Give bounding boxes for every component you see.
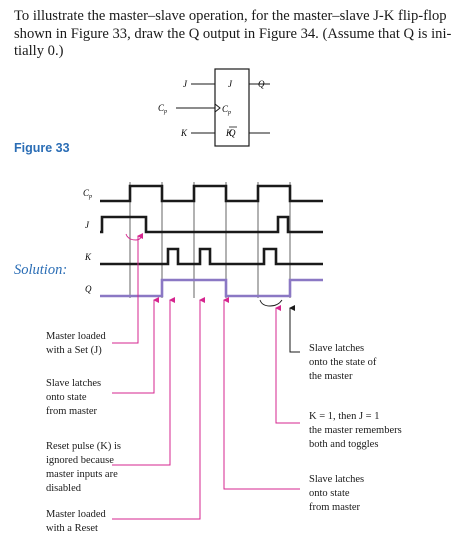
clock-triangle <box>214 103 221 113</box>
arrow-slave-latch-1 <box>112 297 159 394</box>
problem-line-2: shown in Figure 33, draw the Q output in… <box>14 25 452 42</box>
annotation-reset-ignored: Reset pulse (K) is ignored because maste… <box>46 441 121 494</box>
arrow-slave-latch-2 <box>223 297 300 490</box>
int-label-j: J <box>228 79 233 89</box>
problem-statement: To illustrate the master–slave operation… <box>14 8 464 61</box>
ext-label-j: J <box>183 79 188 89</box>
ext-label-cp: Cp <box>158 103 167 115</box>
bracket-mark-left <box>125 233 143 241</box>
annotation-slave-latches-2: Slave latches onto state from master <box>309 474 365 513</box>
ext-label-k: K <box>180 128 188 138</box>
signal-label-cp: Cp <box>83 188 92 200</box>
int-label-qbar: Q <box>229 128 236 138</box>
waveform-cp <box>100 184 323 203</box>
flipflop-diagram: J Cp K J Cp K Q Q <box>158 68 270 147</box>
arrow-master-set <box>112 233 143 344</box>
signal-label-k: K <box>84 252 92 262</box>
annotation-master-reset: Master loaded with a Reset <box>46 509 106 534</box>
problem-line-1: To illustrate the master–slave operation… <box>14 8 447 24</box>
annotation-master-set: Master loaded with a Set (J) <box>46 331 106 356</box>
waveform-j <box>100 215 323 234</box>
arrow-k-j-toggle <box>275 305 300 424</box>
arrow-master-reset <box>112 297 205 520</box>
signal-label-j: J <box>85 220 90 230</box>
waveform-k <box>100 247 323 266</box>
annotation-arrows-dark <box>289 305 300 353</box>
int-label-k: K <box>225 128 233 138</box>
ext-label-q: Q <box>258 79 265 89</box>
int-label-cp: Cp <box>222 104 231 116</box>
arrow-slave-latch-right <box>289 305 300 353</box>
problem-line-3: tially 0.) <box>14 43 64 59</box>
waveform-q <box>100 278 323 298</box>
figure-label: Figure 33 <box>14 141 70 155</box>
signal-label-q: Q <box>85 284 92 294</box>
solution-label: Solution: <box>14 262 68 278</box>
annotation-k-j-toggle: K = 1, then J = 1 the master remembers b… <box>309 411 402 450</box>
bracket-mark-right <box>259 299 283 307</box>
annotation-arrows <box>112 233 300 520</box>
annotation-slave-latches-1: Slave latches onto state from master <box>46 378 102 417</box>
arrow-reset-ignored <box>112 297 175 466</box>
annotation-slave-latches-right: Slave latches onto the state of the mast… <box>309 343 377 382</box>
